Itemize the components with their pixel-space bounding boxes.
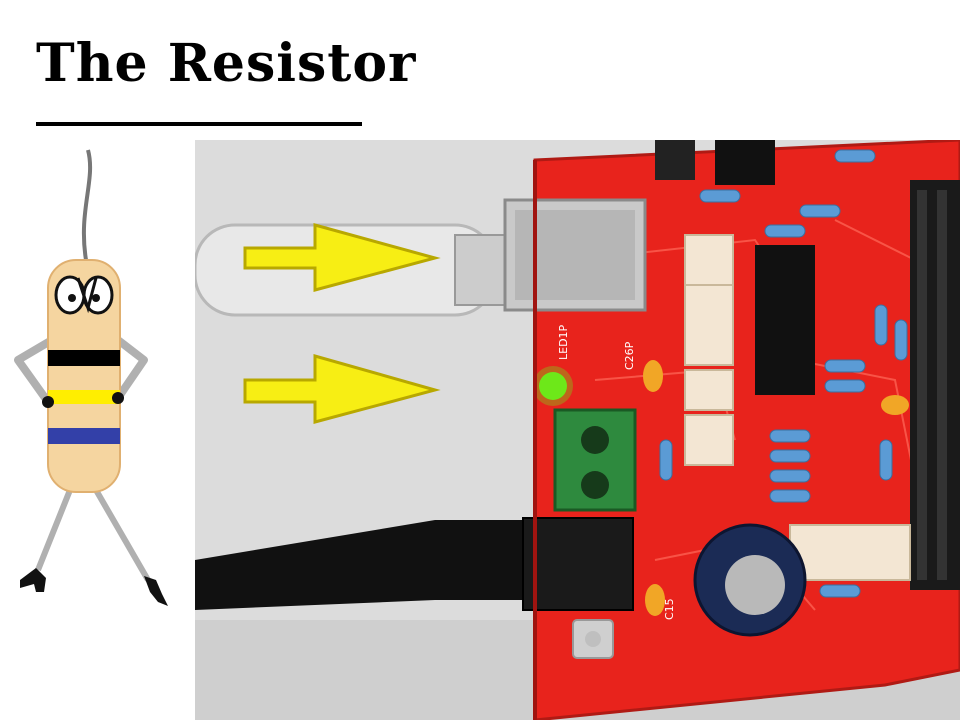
- slide-title: The Resistor: [36, 33, 417, 94]
- resistor-character-icon: [14, 149, 168, 606]
- title-underline: [36, 122, 362, 126]
- cap-c26-label: C26P: [623, 341, 636, 370]
- cap-c15-label: C15: [663, 598, 676, 620]
- led-label: LED1P: [557, 324, 570, 360]
- circuit-board-photo: LED1P C26P C15: [195, 140, 960, 720]
